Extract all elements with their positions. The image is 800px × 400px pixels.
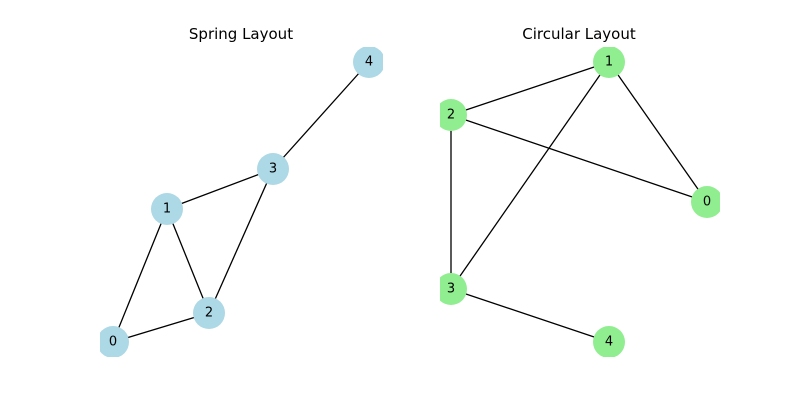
spring-edge-1-2 bbox=[166, 208, 210, 314]
spring-node-2 bbox=[193, 297, 225, 329]
spring-edge-2-3 bbox=[208, 168, 274, 314]
circular-edge-1-3 bbox=[450, 61, 610, 290]
spring-node-1 bbox=[151, 193, 183, 225]
circular-layout-title: Circular Layout bbox=[522, 25, 636, 43]
circular-node-0 bbox=[691, 186, 720, 218]
circular-layout-panel: 0 1 2 3 4 bbox=[440, 47, 720, 357]
spring-edge-0-2 bbox=[112, 312, 210, 343]
circular-edge-2-0 bbox=[450, 114, 708, 203]
circular-node-label-0: 0 bbox=[703, 195, 711, 210]
spring-node-label-3: 3 bbox=[269, 162, 277, 177]
spring-node-label-2: 2 bbox=[205, 306, 213, 321]
spring-edge-1-3 bbox=[166, 168, 274, 210]
circular-node-4 bbox=[593, 326, 625, 357]
spring-edge-3-4 bbox=[272, 61, 370, 170]
circular-node-2 bbox=[440, 99, 467, 131]
circular-node-1 bbox=[593, 47, 625, 78]
circular-node-label-1: 1 bbox=[605, 55, 613, 70]
spring-node-label-0: 0 bbox=[109, 335, 117, 350]
circular-node-label-4: 4 bbox=[605, 335, 613, 350]
circular-edge-1-2 bbox=[450, 61, 610, 116]
circular-node-label-2: 2 bbox=[447, 108, 455, 123]
spring-node-0 bbox=[100, 326, 129, 357]
circular-node-label-3: 3 bbox=[447, 282, 455, 297]
circular-edge-3-4 bbox=[450, 288, 610, 343]
spring-node-3 bbox=[257, 153, 289, 185]
spring-edge-0-1 bbox=[112, 208, 168, 343]
circular-node-3 bbox=[440, 273, 467, 305]
spring-layout-title: Spring Layout bbox=[188, 25, 294, 43]
spring-layout-panel: 0 1 2 3 4 bbox=[100, 47, 383, 357]
spring-node-label-4: 4 bbox=[365, 55, 373, 70]
circular-edge-1-0 bbox=[608, 61, 708, 203]
spring-node-label-1: 1 bbox=[163, 202, 171, 217]
spring-node-4 bbox=[353, 47, 383, 78]
